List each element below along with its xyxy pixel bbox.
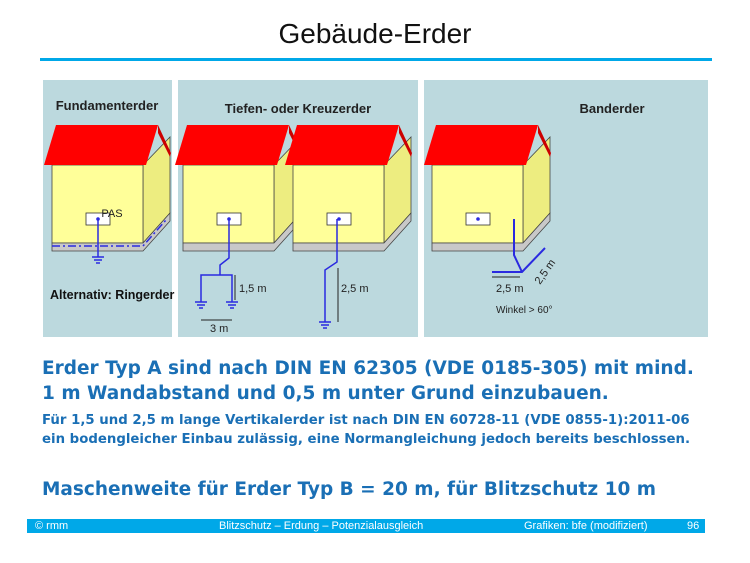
title-divider — [40, 58, 712, 61]
strip-electrode — [492, 247, 546, 273]
earth-electrode-figure: Fundamenterder Tiefen- oder Kreuzerder B… — [43, 80, 708, 337]
vertical-electrodes — [200, 274, 233, 302]
depth-label-1-5: 1,5 m — [239, 283, 267, 295]
page-number: 96 — [687, 520, 700, 532]
depth-label-2-5: 2,5 m — [341, 283, 369, 295]
footer-bar: © rmm Blitzschutz – Erdung – Potenzialau… — [27, 519, 705, 533]
body-line-1: Erder Typ A sind nach DIN EN 62305 (VDE … — [42, 358, 694, 379]
body-line-2: 1 m Wandabstand und 0,5 m unter Grund ei… — [42, 383, 609, 404]
house-4 — [423, 124, 552, 252]
footer-topic: Blitzschutz – Erdung – Potenzialausgleic… — [219, 520, 424, 532]
angle-label: Winkel > 60° — [496, 305, 553, 316]
conductor — [324, 219, 338, 322]
body-line-4: ein bodengleicher Einbau zulässig, eine … — [42, 432, 691, 447]
house-3 — [284, 124, 413, 252]
house-2 — [174, 124, 303, 252]
heading-tiefenerder: Tiefen- oder Kreuzerder — [225, 101, 371, 116]
body-line-5: Maschenweite für Erder Typ B = 20 m, für… — [42, 479, 657, 500]
slide-title: Gebäude-Erder — [278, 18, 472, 49]
conductor — [219, 219, 230, 275]
heading-banderder: Banderder — [579, 101, 644, 116]
house-1 — [43, 124, 172, 252]
heading-fundamenterder: Fundamenterder — [56, 98, 159, 113]
conductor — [513, 219, 523, 273]
pas-label: PAS — [101, 208, 122, 220]
ring-electrode — [52, 219, 167, 247]
body-line-3: Für 1,5 und 2,5 m lange Vertikalerder is… — [42, 413, 690, 428]
footer-credits: Grafiken: bfe (modifiziert) — [524, 520, 648, 532]
footer-copyright: © rmm — [35, 520, 69, 532]
length-label-1: 2,5 m — [496, 283, 524, 295]
ringerder-caption: Alternativ: Ringerder — [50, 288, 174, 302]
spacing-label: 3 m — [210, 323, 228, 335]
